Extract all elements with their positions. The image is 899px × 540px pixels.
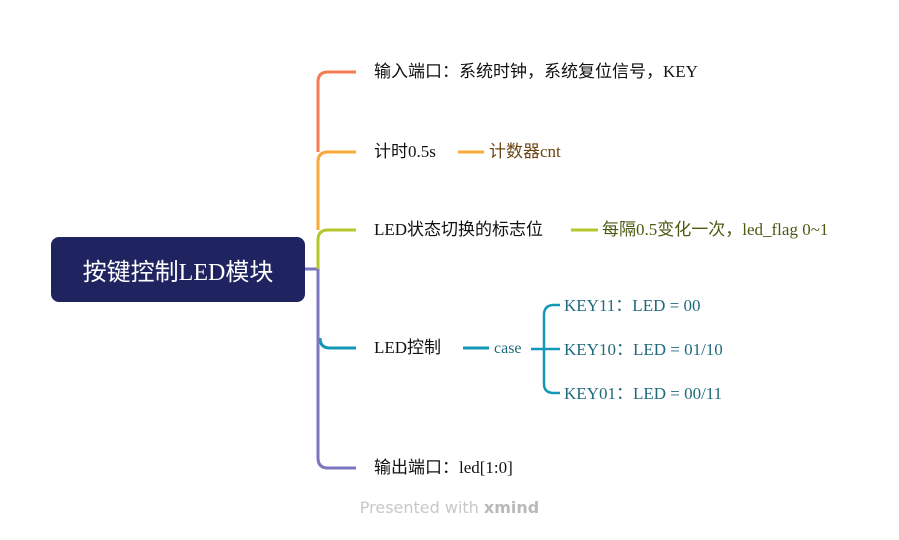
subtopic-case[interactable]: case: [494, 339, 522, 359]
root-topic[interactable]: 按键控制LED模块: [51, 237, 305, 302]
topic-output-ports-label: 输出端口：led[1:0]: [374, 458, 513, 477]
connector-branch-2: [316, 150, 356, 230]
subtopic-flag-desc[interactable]: 每隔0.5变化一次，led_flag 0~1: [602, 220, 828, 240]
case-key11-label: KEY11：LED = 00: [564, 296, 701, 315]
topic-led-flag-label: LED状态切换的标志位: [374, 220, 544, 239]
root-topic-label: 按键控制LED模块: [82, 260, 274, 286]
topic-timer-label: 计时0.5s: [374, 142, 436, 161]
subtopic-flag-desc-label: 每隔0.5变化一次，led_flag 0~1: [602, 220, 829, 239]
case-key11[interactable]: KEY11：LED = 00: [564, 296, 700, 316]
subtopic-case-label: case: [494, 340, 522, 357]
topic-led-control[interactable]: LED控制: [374, 338, 441, 358]
topic-led-control-label: LED控制: [374, 338, 442, 357]
topic-timer[interactable]: 计时0.5s: [374, 142, 436, 162]
topic-led-flag[interactable]: LED状态切换的标志位: [374, 220, 543, 240]
xmind-logo: xmind: [483, 498, 540, 517]
footer-watermark: Presented with xmind: [0, 498, 899, 517]
case-key10-label: KEY10：LED = 01/10: [564, 340, 723, 359]
topic-input-ports-label: 输入端口：系统时钟，系统复位信号，KEY: [374, 62, 698, 81]
subtopic-counter[interactable]: 计数器cnt: [489, 142, 561, 162]
topic-input-ports[interactable]: 输入端口：系统时钟，系统复位信号，KEY: [374, 62, 698, 82]
connector-branch-5: [316, 269, 356, 470]
case-key01[interactable]: KEY01：LED = 00/11: [564, 384, 722, 404]
footer-prefix: Presented with: [359, 498, 484, 517]
connector-branch-1: [316, 70, 356, 152]
connector-branch-4: [318, 337, 356, 350]
case-key01-label: KEY01：LED = 00/11: [564, 384, 723, 403]
connector-branch-3: [316, 228, 356, 269]
topic-output-ports[interactable]: 输出端口：led[1:0]: [374, 458, 513, 478]
case-key10[interactable]: KEY10：LED = 01/10: [564, 340, 723, 360]
connector-case-children: [531, 303, 560, 395]
subtopic-counter-label: 计数器cnt: [489, 142, 561, 161]
